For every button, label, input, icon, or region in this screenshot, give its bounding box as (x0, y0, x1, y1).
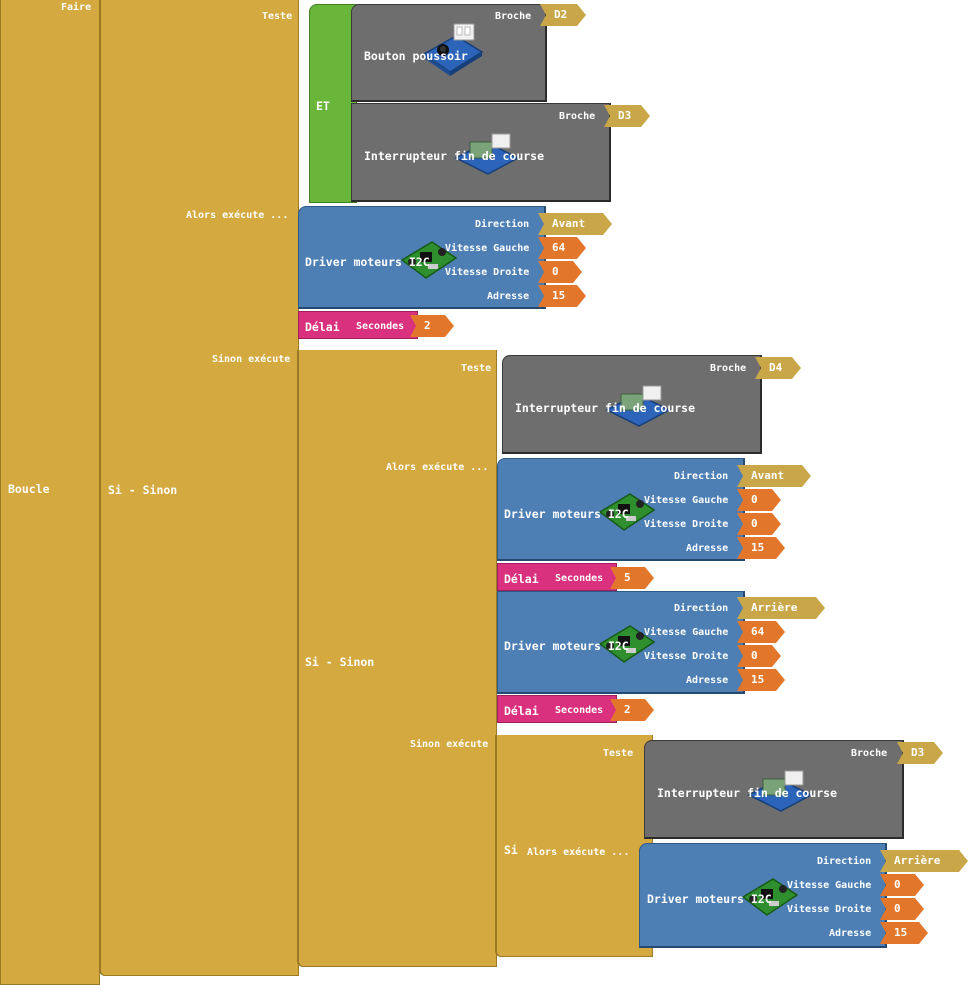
outer-test-label: Teste (262, 11, 293, 22)
inner-driver1-address-label: Adresse (686, 543, 729, 554)
inner-delay2-seconds-label: Secondes (555, 705, 604, 716)
outer-driver-left-label: Vitesse Gauche (445, 243, 530, 254)
button-sensor-name: Bouton poussoir (364, 49, 468, 63)
outer-driver-right-label: Vitesse Droite (445, 267, 530, 278)
inner-driver2-address-label: Adresse (686, 675, 729, 686)
inner-driver1-direction-value[interactable]: Avant (737, 465, 811, 487)
outer-delay-block[interactable] (298, 311, 418, 339)
outer-driver-name: Driver moteurs I2C (305, 255, 430, 269)
inner-driver1-address-value[interactable]: 15 (737, 537, 785, 559)
inner-driver2-left-value[interactable]: 64 (737, 621, 785, 643)
inner-driver1-left-label: Vitesse Gauche (644, 495, 729, 506)
outer-else-label: Sinon exécute (212, 354, 291, 365)
outer-driver-left-value[interactable]: 64 (538, 237, 586, 259)
limit-switch-module-icon (747, 770, 813, 812)
last-switch-pin-label: Broche (851, 748, 888, 759)
and-block[interactable] (309, 4, 357, 203)
inner-delay2-label: Délai (504, 704, 539, 718)
last-driver-name: Driver moteurs I2C (647, 892, 772, 906)
outer-driver-direction-label: Direction (475, 219, 530, 230)
loop-block[interactable] (0, 0, 100, 985)
inner-delay1-label: Délai (504, 572, 539, 586)
outer-driver-address-label: Adresse (487, 291, 530, 302)
inner-delay1-block[interactable] (497, 563, 617, 591)
inner-driver2-direction-label: Direction (674, 603, 729, 614)
loop-label: Boucle (8, 482, 50, 496)
outer-delay-seconds-label: Secondes (356, 321, 405, 332)
motor-driver-board-icon (741, 878, 799, 916)
inner-else-label: Sinon exécute (410, 739, 489, 750)
last-driver-address-label: Adresse (829, 928, 872, 939)
loop-do-label: Faire (61, 2, 92, 13)
outer-delay-label: Délai (305, 320, 340, 334)
inner-driver2-right-value[interactable]: 0 (737, 645, 781, 667)
inner-delay1-seconds-value[interactable]: 5 (610, 567, 654, 589)
inner-switch-pin-label: Broche (710, 363, 747, 374)
outer-if-else-block[interactable] (99, 0, 299, 976)
inner-switch-pin-value[interactable]: D4 (755, 357, 801, 379)
outer-then-label: Alors exécute ... (186, 210, 289, 221)
last-then-label: Alors exécute ... (527, 847, 630, 858)
outer-if-label: Si - Sinon (108, 483, 178, 497)
outer-driver-address-value[interactable]: 15 (538, 285, 586, 307)
last-driver-left-label: Vitesse Gauche (787, 880, 872, 891)
outer-switch-pin-value[interactable]: D3 (604, 105, 650, 127)
inner-driver1-left-value[interactable]: 0 (737, 489, 781, 511)
motor-driver-board-icon (400, 241, 458, 279)
inner-then-label: Alors exécute ... (386, 462, 489, 473)
inner-switch-name: Interrupteur fin de course (515, 401, 696, 415)
last-if-label: Si (504, 843, 518, 857)
button-pin-value[interactable]: D2 (540, 4, 586, 26)
button-module-icon (422, 23, 484, 76)
inner-delay2-block[interactable] (497, 695, 617, 723)
inner-test-label: Teste (461, 363, 492, 374)
limit-switch-module-icon (454, 133, 520, 175)
last-switch-name: Interrupteur fin de course (657, 786, 838, 800)
inner-driver1-direction-label: Direction (674, 471, 729, 482)
motor-driver-board-icon (598, 493, 656, 531)
inner-driver2-direction-value[interactable]: Arrière (737, 597, 825, 619)
last-driver-left-value[interactable]: 0 (880, 874, 924, 896)
last-driver-address-value[interactable]: 15 (880, 922, 928, 944)
inner-driver1-right-label: Vitesse Droite (644, 519, 729, 530)
outer-driver-direction-value[interactable]: Avant (538, 213, 612, 235)
last-test-label: Teste (603, 748, 634, 759)
inner-driver1-name: Driver moteurs I2C (504, 507, 629, 521)
outer-driver-right-value[interactable]: 0 (538, 261, 582, 283)
button-pin-label: Broche (495, 11, 532, 22)
inner-if-else-block[interactable] (297, 350, 497, 967)
last-driver-right-value[interactable]: 0 (880, 898, 924, 920)
inner-delay2-seconds-value[interactable]: 2 (610, 699, 654, 721)
motor-driver-board-icon (598, 625, 656, 663)
last-switch-pin-value[interactable]: D3 (897, 742, 943, 764)
last-driver-right-label: Vitesse Droite (787, 904, 872, 915)
outer-switch-name: Interrupteur fin de course (364, 149, 545, 163)
outer-delay-seconds-value[interactable]: 2 (410, 315, 454, 337)
inner-delay1-seconds-label: Secondes (555, 573, 604, 584)
inner-if-label: Si - Sinon (305, 655, 375, 669)
and-label: ET (316, 99, 330, 113)
last-if-block[interactable] (495, 735, 653, 957)
inner-driver2-name: Driver moteurs I2C (504, 639, 629, 653)
inner-driver2-left-label: Vitesse Gauche (644, 627, 729, 638)
outer-switch-pin-label: Broche (559, 111, 596, 122)
inner-driver1-right-value[interactable]: 0 (737, 513, 781, 535)
inner-driver2-right-label: Vitesse Droite (644, 651, 729, 662)
limit-switch-module-icon (605, 385, 671, 427)
inner-driver2-address-value[interactable]: 15 (737, 669, 785, 691)
last-driver-direction-label: Direction (817, 856, 872, 867)
last-driver-direction-value[interactable]: Arrière (880, 850, 968, 872)
